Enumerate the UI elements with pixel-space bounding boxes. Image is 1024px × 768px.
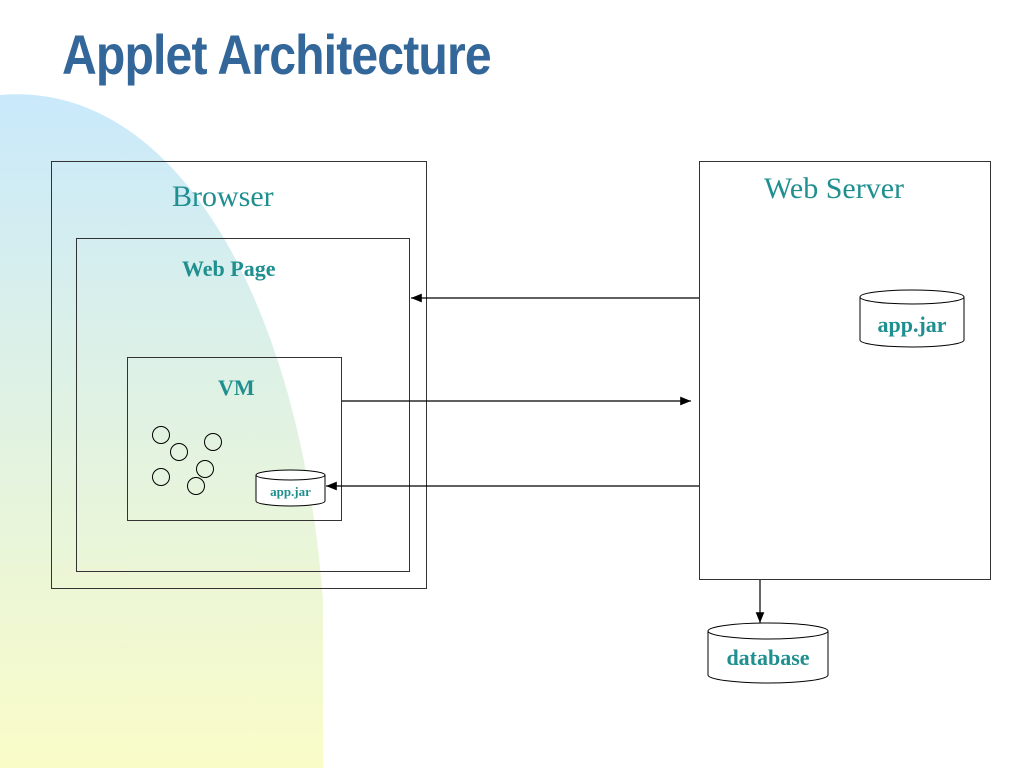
browser-label: Browser xyxy=(172,180,274,213)
web-server-label: Web Server xyxy=(764,172,905,205)
web-server-box xyxy=(699,161,991,580)
webpage-label: Web Page xyxy=(182,256,276,281)
browser-box xyxy=(51,161,427,589)
page-title: Applet Architecture xyxy=(62,23,492,86)
vm-jar-label: app.jar xyxy=(270,484,311,499)
webpage-box xyxy=(76,238,410,572)
database-label: database xyxy=(726,645,810,670)
vm-label: VM xyxy=(218,375,255,400)
server-jar-label: app.jar xyxy=(877,312,947,337)
vm-box xyxy=(127,357,342,521)
